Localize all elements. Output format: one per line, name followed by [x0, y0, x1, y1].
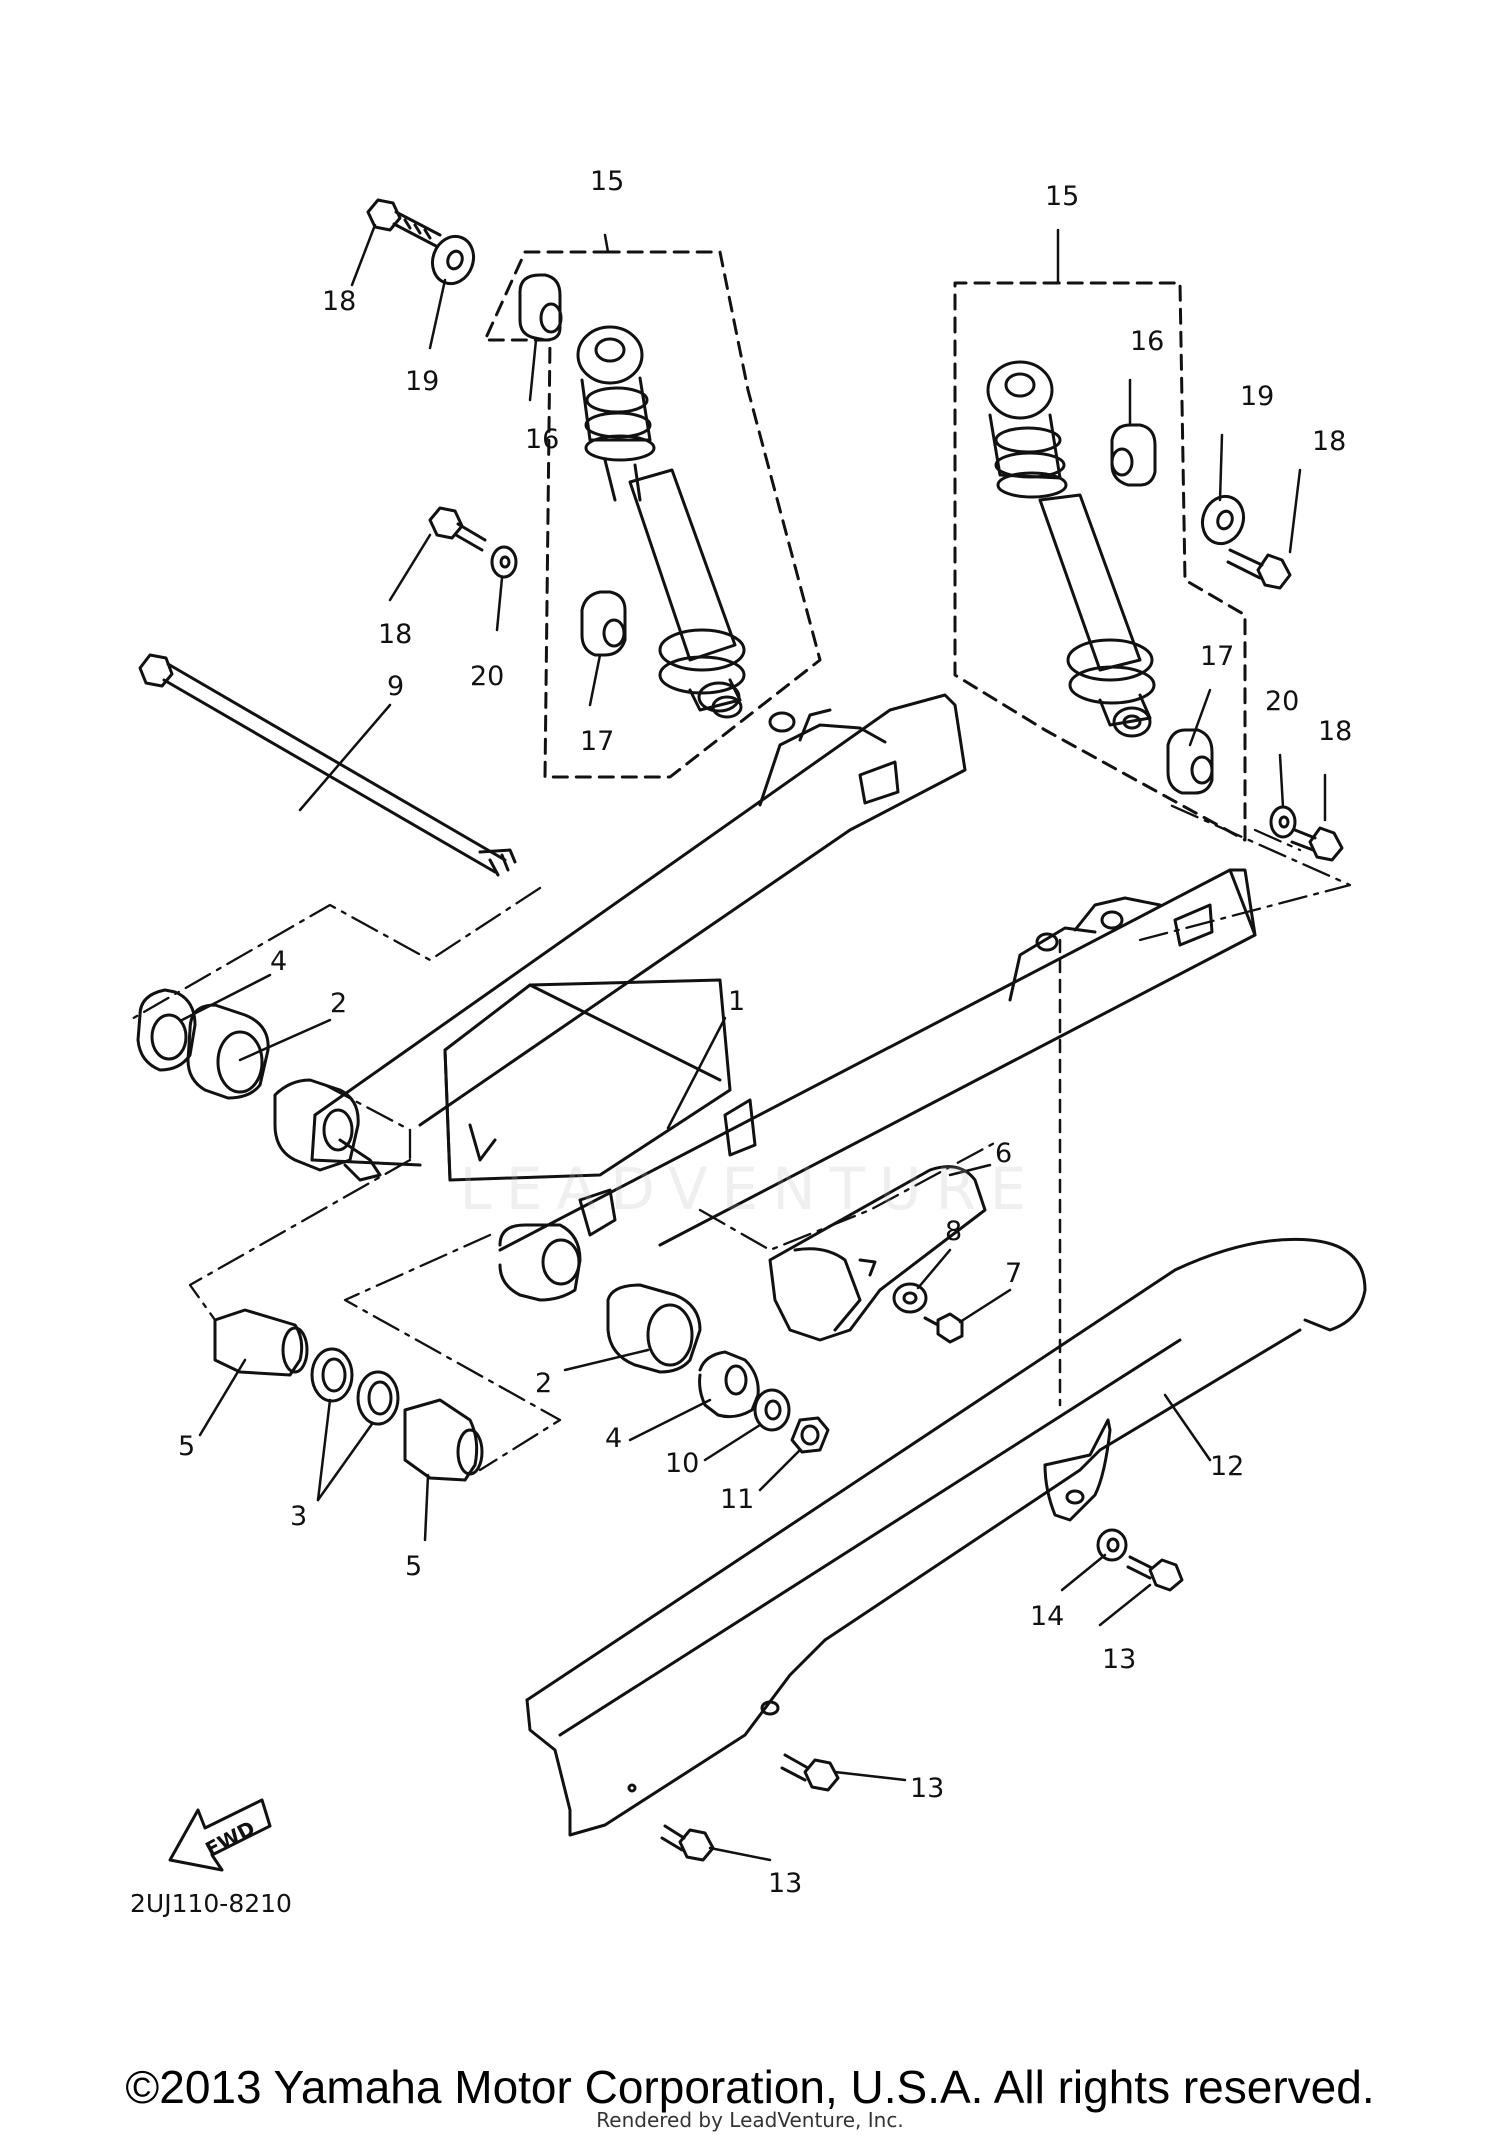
bushing-16-left	[520, 275, 561, 340]
callout-19-top-left: 19	[405, 366, 439, 397]
washer-20-left	[492, 547, 516, 577]
washer-8	[894, 1284, 926, 1312]
shock-absorber-right	[988, 362, 1154, 736]
bolt-13-middle	[782, 1755, 838, 1790]
callout-13-middle: 13	[910, 1773, 944, 1804]
callout-5-lower: 5	[405, 1551, 422, 1582]
callout-4-lower: 4	[605, 1423, 622, 1454]
chain-puller-6	[770, 1167, 985, 1340]
bolt-13-lower	[662, 1826, 713, 1860]
callout-13-lower: 13	[768, 1868, 802, 1899]
drawing-code: 2UJ110-8210	[130, 1889, 292, 1918]
nut-11	[792, 1418, 828, 1452]
leader-lines	[182, 225, 1325, 1860]
callout-17-left: 17	[580, 726, 614, 757]
bushing-17-right	[1168, 730, 1212, 793]
shock-group-box-left	[485, 252, 820, 777]
callout-5-upper: 5	[178, 1431, 195, 1462]
bolt-7	[925, 1314, 962, 1342]
assembly-guide-lines	[130, 805, 1350, 1470]
bolt-18-right-upper	[1228, 550, 1290, 588]
pivot-shaft-9	[140, 655, 515, 875]
callout-18-right-lower: 18	[1318, 716, 1352, 747]
bolt-18-top-left	[368, 200, 440, 246]
callout-18-right-upper: 18	[1312, 426, 1346, 457]
callout-3: 3	[290, 1501, 307, 1532]
callout-20-left: 20	[470, 661, 504, 692]
callout-16-left: 16	[525, 424, 559, 455]
bushing-2-lower	[608, 1285, 700, 1372]
callout-13-right: 13	[1102, 1644, 1136, 1675]
copyright-notice: ©2013 Yamaha Motor Corporation, U.S.A. A…	[125, 2061, 1375, 2113]
callout-18-mid-left: 18	[378, 619, 412, 650]
forward-arrow-icon	[170, 1800, 270, 1870]
callout-6: 6	[995, 1138, 1012, 1169]
callout-10: 10	[665, 1448, 699, 1479]
washer-14	[1098, 1530, 1126, 1560]
oil-seal-4-upper	[138, 990, 195, 1070]
callout-9: 9	[387, 671, 404, 702]
leadventure-watermark: LEADVENTURE	[459, 1155, 1041, 1223]
callout-2-lower: 2	[535, 1368, 552, 1399]
collar-5-upper	[215, 1310, 307, 1375]
oil-seal-3-b	[358, 1372, 398, 1424]
swingarm-1	[275, 695, 1255, 1300]
oil-seal-3-a	[312, 1349, 352, 1401]
callout-labels: 15 15 18 19 16 16 19 18 18 20 17 17 20 1…	[178, 166, 1352, 1899]
callout-14: 14	[1030, 1601, 1064, 1632]
callout-19-right: 19	[1240, 381, 1274, 412]
bushing-17-left	[582, 592, 625, 655]
washer-20-right	[1271, 807, 1295, 837]
washer-19-right	[1196, 491, 1250, 550]
callout-18-top-left: 18	[322, 286, 356, 317]
callout-16-right: 16	[1130, 326, 1164, 357]
rendered-by-note: Rendered by LeadVenture, Inc.	[596, 2108, 904, 2132]
fwd-label: FWD	[201, 1816, 258, 1862]
bolt-18-right-lower	[1292, 828, 1342, 860]
callout-12: 12	[1210, 1451, 1244, 1482]
chain-case-12	[527, 1239, 1365, 1835]
callout-15-right: 15	[1045, 181, 1079, 212]
callout-4-upper: 4	[270, 946, 287, 977]
callout-2-upper: 2	[330, 988, 347, 1019]
bushing-2-upper	[188, 1005, 268, 1098]
bolt-18-mid-left	[430, 508, 485, 550]
bolt-13-right	[1128, 1557, 1182, 1590]
bushing-16-right	[1112, 425, 1155, 485]
callout-15-left: 15	[590, 166, 624, 197]
callout-20-right: 20	[1265, 686, 1299, 717]
callout-11: 11	[720, 1484, 754, 1515]
collar-4-lower	[700, 1352, 759, 1417]
washer-10	[755, 1390, 789, 1430]
shock-absorber-left	[578, 327, 744, 717]
callout-7: 7	[1005, 1258, 1022, 1289]
callout-8: 8	[945, 1216, 962, 1247]
washer-19-top-left	[426, 231, 480, 290]
collar-5-lower	[405, 1400, 482, 1480]
parts-diagram: 15 15 18 19 16 16 19 18 18 20 17 17 20 1…	[0, 166, 1500, 1918]
shock-group-box-right	[955, 283, 1245, 840]
callout-17-right: 17	[1200, 641, 1234, 672]
callout-1: 1	[728, 986, 745, 1017]
